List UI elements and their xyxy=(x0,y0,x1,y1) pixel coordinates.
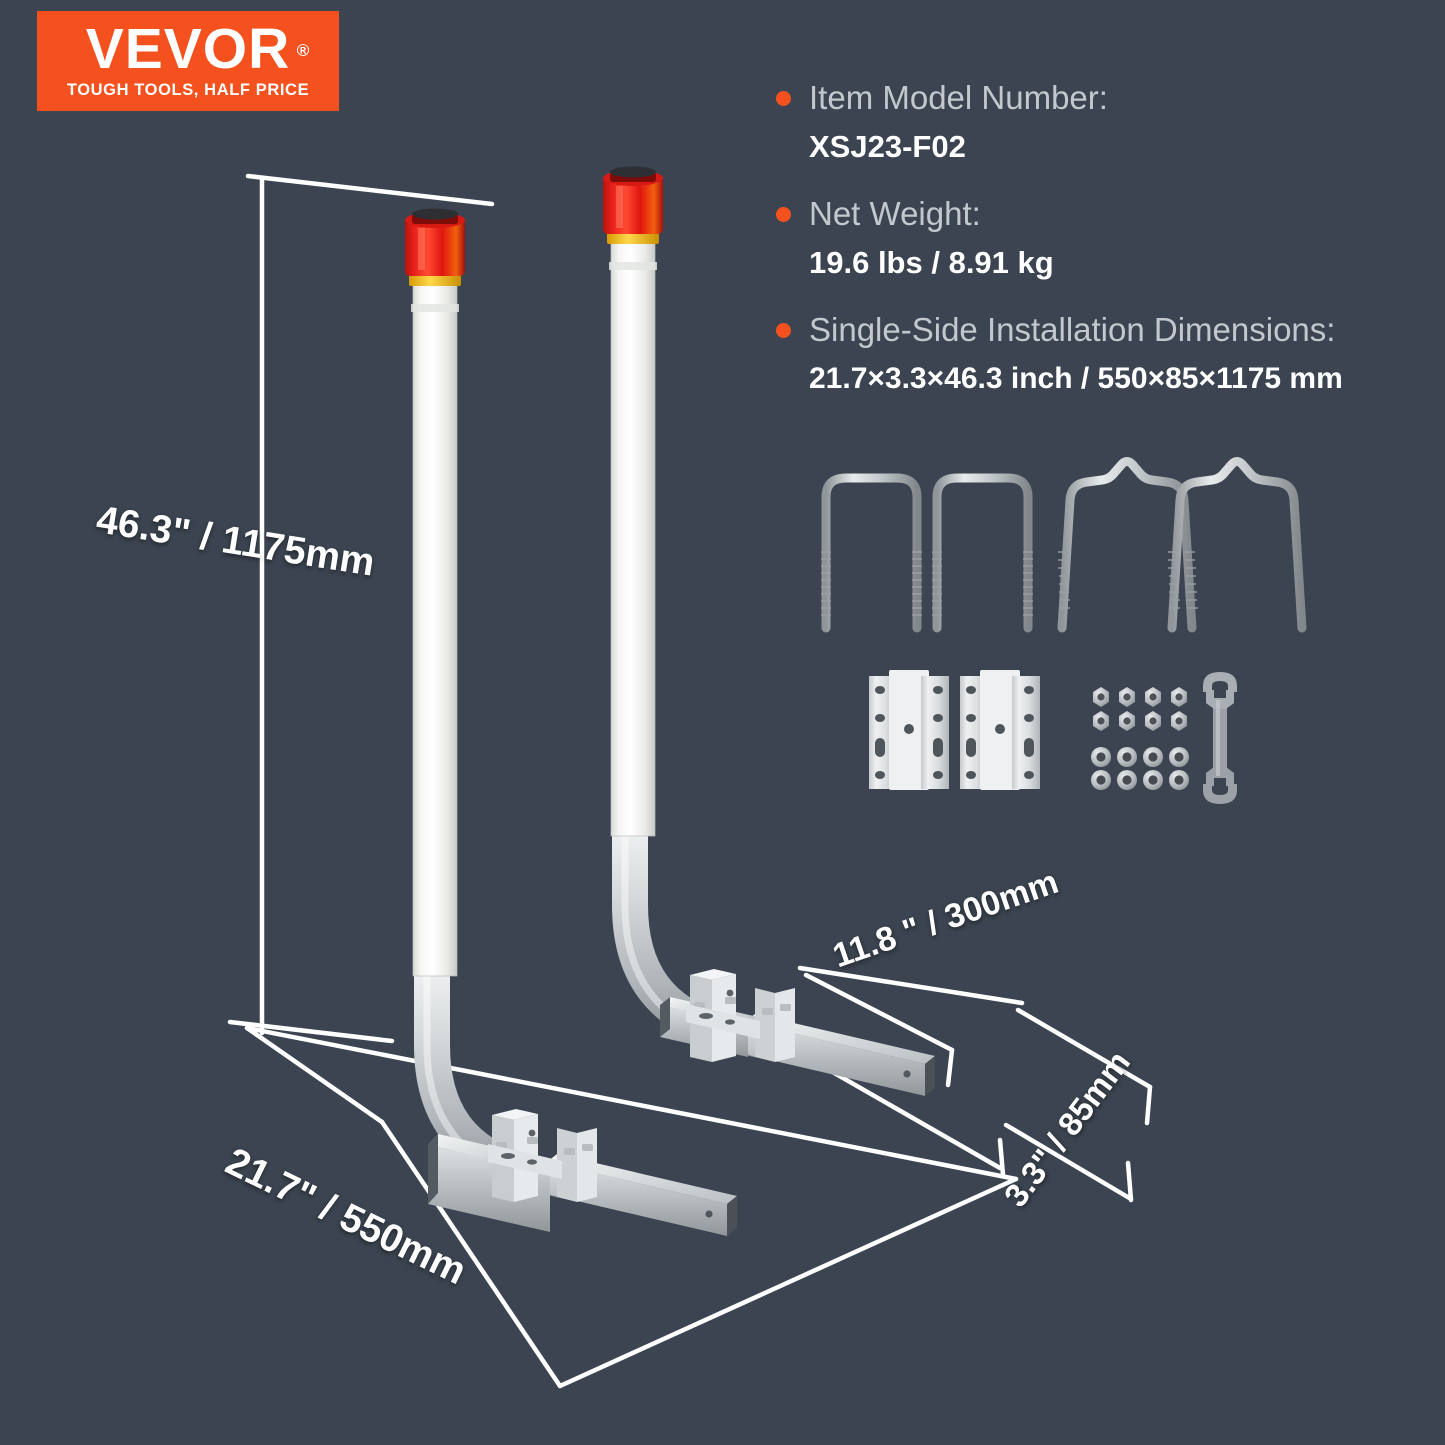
mounting-base-back xyxy=(660,954,935,1096)
brand-name: VEVOR® xyxy=(86,21,310,78)
wrench-icon xyxy=(1203,672,1237,804)
guide-pole-front xyxy=(405,208,567,1198)
mounting-bracket xyxy=(960,670,1040,790)
flat-washer xyxy=(1117,770,1137,790)
hex-nut xyxy=(1119,687,1135,707)
square-u-bolt xyxy=(932,473,1033,633)
bracket-group xyxy=(869,670,1040,790)
u-bolt-group xyxy=(821,457,1307,633)
hex-nut xyxy=(1119,711,1135,731)
hex-nut xyxy=(1171,711,1187,731)
flat-washer xyxy=(1091,747,1111,767)
solar-light-cap xyxy=(405,208,465,276)
spec-value: 21.7×3.3×46.3 inch / 550×85×1175 mm xyxy=(809,362,1343,395)
square-u-bolt xyxy=(821,473,922,633)
flat-washer xyxy=(1143,747,1163,767)
flat-washer xyxy=(1117,747,1137,767)
spec-item-dimensions: Single-Side Installation Dimensions: 21.… xyxy=(776,310,1416,399)
spec-head: Item Model Number: xyxy=(776,78,1416,118)
reflective-band xyxy=(607,231,659,244)
flat-washer xyxy=(1143,770,1163,790)
bullet-icon xyxy=(776,323,791,338)
spec-label: Item Model Number: xyxy=(809,79,1108,116)
spec-head: Net Weight: xyxy=(776,194,1416,234)
flat-washer xyxy=(1091,770,1111,790)
hex-nut xyxy=(1145,711,1161,731)
bullet-icon xyxy=(776,207,791,222)
depth-dimension-line xyxy=(797,965,1153,1126)
spec-value: 19.6 lbs / 8.91 kg xyxy=(809,245,1054,280)
flat-washer xyxy=(1169,770,1189,790)
peaked-u-bolt xyxy=(1167,457,1307,633)
ground-plane-guides xyxy=(244,1025,1019,1389)
hex-nut xyxy=(1093,687,1109,707)
brand-tagline: TOUGH TOOLS, HALF PRICE xyxy=(66,81,310,99)
guide-pole-back xyxy=(603,166,765,1058)
mounting-bracket xyxy=(869,670,949,790)
flat-washer xyxy=(1169,747,1189,767)
solar-light-cap xyxy=(603,166,663,234)
spec-value: XSJ23-F02 xyxy=(809,129,966,164)
spec-head: Single-Side Installation Dimensions: xyxy=(776,310,1416,350)
fastener-group xyxy=(1091,687,1189,790)
brand-name-text: VEVOR xyxy=(85,17,291,81)
height-dimension-line xyxy=(227,173,495,1044)
spec-label: Single-Side Installation Dimensions: xyxy=(809,311,1336,348)
specification-list: Item Model Number: XSJ23-F02 Net Weight:… xyxy=(776,78,1416,426)
hex-nut xyxy=(1171,687,1187,707)
reflective-band xyxy=(409,273,461,286)
mounting-base-front xyxy=(428,1094,737,1236)
spec-item-model: Item Model Number: XSJ23-F02 xyxy=(776,78,1416,167)
peaked-u-bolt xyxy=(1057,457,1198,633)
spec-label: Net Weight: xyxy=(809,195,981,232)
registered-mark-icon: ® xyxy=(296,41,311,60)
brand-logo: VEVOR® TOUGH TOOLS, HALF PRICE xyxy=(37,11,339,111)
hex-nut xyxy=(1145,687,1161,707)
spec-item-weight: Net Weight: 19.6 lbs / 8.91 kg xyxy=(776,194,1416,283)
hex-nut xyxy=(1093,711,1109,731)
bullet-icon xyxy=(776,91,791,106)
